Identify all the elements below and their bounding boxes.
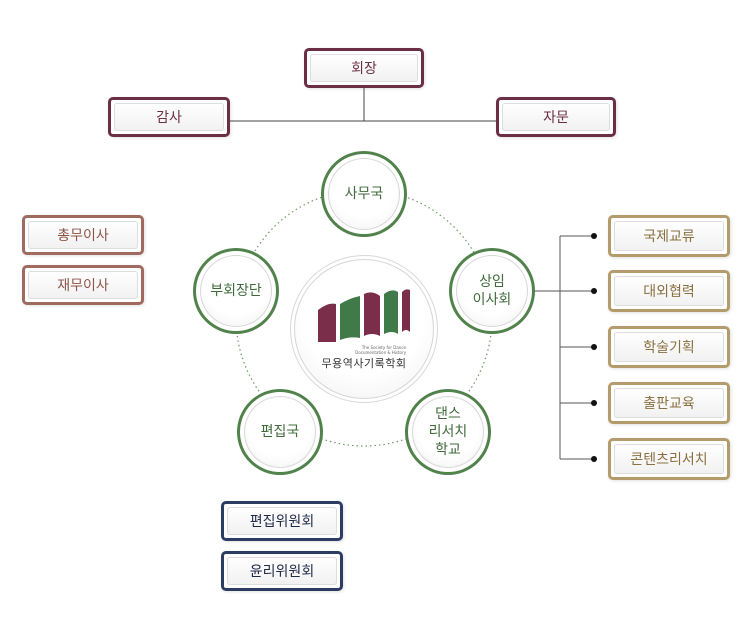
vice-presidents-circle: 부회장단: [193, 248, 279, 334]
academic-planning-label: 학술기획: [614, 332, 724, 362]
logo-subtitle: The Society for Dance Documentation & Hi…: [355, 345, 406, 355]
editorial-committee-box: 편집위원회: [221, 501, 343, 541]
standing-board-circle: 상임 이사회: [449, 248, 535, 334]
general-affairs-box: 총무이사: [22, 215, 144, 255]
external-coop-label: 대외협력: [614, 276, 724, 306]
content-research-box: 콘텐츠리서치: [608, 438, 730, 480]
dance-research-school-circle: 댄스 리서치 학교: [405, 389, 491, 475]
bullet-dot: [591, 233, 597, 239]
intl-exchange-label: 국제교류: [614, 221, 724, 251]
dance-research-school-label: 댄스 리서치 학교: [412, 396, 484, 468]
ethics-committee-box: 윤리위원회: [221, 551, 343, 591]
president-box: 회장: [304, 48, 424, 88]
editorial-office-circle: 편집국: [237, 389, 323, 475]
editorial-office-label: 편집국: [244, 396, 316, 468]
intl-exchange-box: 국제교류: [608, 215, 730, 257]
editorial-committee-label: 편집위원회: [227, 507, 337, 535]
secretariat-label: 사무국: [328, 158, 400, 230]
logo-name: 무용역사기록학회: [321, 357, 407, 370]
content-research-label: 콘텐츠리서치: [614, 444, 724, 474]
publishing-edu-label: 출판교육: [614, 388, 724, 418]
finance-label: 재무이사: [28, 271, 138, 299]
external-coop-box: 대외협력: [608, 270, 730, 312]
logo-circle: The Society for Dance Documentation & Hi…: [290, 255, 438, 403]
vice-presidents-label: 부회장단: [200, 255, 272, 327]
auditor-label: 감사: [114, 103, 224, 131]
finance-box: 재무이사: [22, 265, 144, 305]
logo-inner: The Society for Dance Documentation & Hi…: [294, 259, 434, 399]
advisory-label: 자문: [502, 103, 610, 131]
secretariat-circle: 사무국: [321, 151, 407, 237]
bullet-dot: [591, 344, 597, 350]
advisory-box: 자문: [496, 97, 616, 137]
academic-planning-box: 학술기획: [608, 326, 730, 368]
president-label: 회장: [310, 54, 418, 82]
auditor-box: 감사: [108, 97, 230, 137]
logo-mark-icon: [318, 289, 410, 342]
general-affairs-label: 총무이사: [28, 221, 138, 249]
bullet-dot: [591, 400, 597, 406]
standing-board-label: 상임 이사회: [456, 255, 528, 327]
publishing-edu-box: 출판교육: [608, 382, 730, 424]
bullet-dot: [591, 288, 597, 294]
ethics-committee-label: 윤리위원회: [227, 557, 337, 585]
bullet-dot: [591, 456, 597, 462]
